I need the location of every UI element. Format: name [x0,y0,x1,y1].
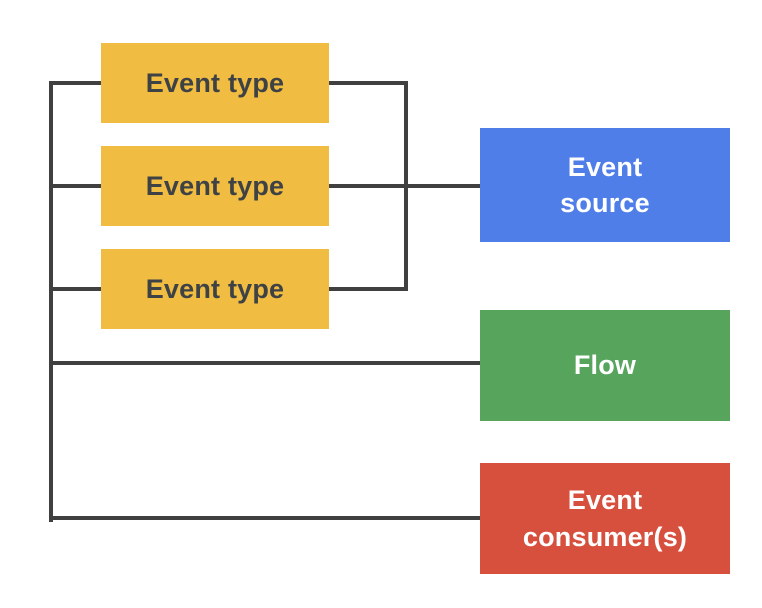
connector-event-type-1-right [329,81,408,85]
node-event-type-3: Event type [101,249,329,329]
connector-event-type-2-to-event-source [329,184,480,188]
connector-left-rail-to-flow [49,361,480,365]
connector-event-type-2-left [49,184,101,188]
connector-event-type-1-left [49,81,101,85]
connector-event-type-3-right [329,287,408,291]
connector-left-rail-to-event-consumer [49,516,480,520]
node-event-source: Event source [480,128,730,242]
node-event-consumer: Event consumer(s) [480,463,730,574]
connector-event-type-3-left [49,287,101,291]
node-event-type-1: Event type [101,43,329,123]
node-event-type-2: Event type [101,146,329,226]
node-flow: Flow [480,310,730,421]
connector-left-rail-vertical [49,81,53,522]
